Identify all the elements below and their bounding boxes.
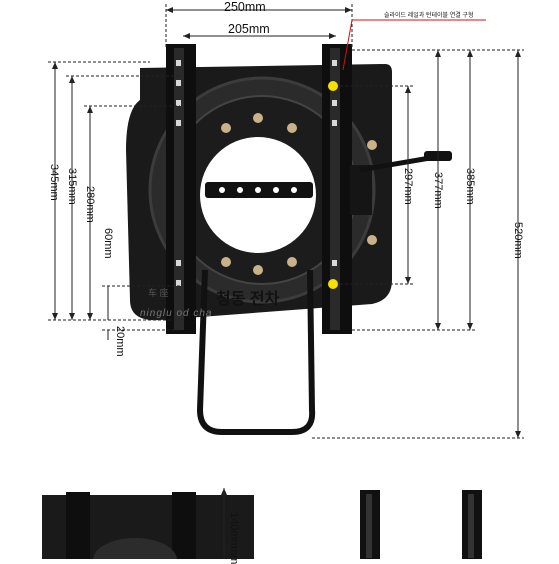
dimension-385: 385mm [464, 168, 476, 205]
ring-bolts [221, 113, 377, 275]
dimension-bottom: mm [228, 546, 240, 564]
rail-turntable-note: 슬라이드 레일과 턴테이블 연결 구형 [384, 13, 474, 19]
dimension-315: 315mm [66, 168, 78, 205]
dimension-345: 345mm [48, 164, 60, 201]
dimension-60: 60mm [102, 228, 114, 259]
dimension-520: 520mm [512, 222, 524, 259]
watermark-english: ninglu od cha [140, 308, 213, 319]
dimension-140: 140mm [228, 512, 240, 549]
swivel-lever [359, 155, 431, 173]
dimension-250: 250mm [224, 0, 266, 14]
annotation-leader [342, 19, 486, 71]
dimension-377: 377mm [432, 172, 444, 209]
marker-top [328, 81, 338, 91]
watermark-chinese: 车 座 [148, 288, 169, 298]
lever-bracket [350, 165, 372, 215]
marker-bottom [328, 279, 338, 289]
watermark-korean: 청동 전차 [216, 291, 280, 308]
dimension-297: 297mm [402, 168, 414, 205]
dimension-280: 280mm [84, 186, 96, 223]
dimension-205: 205mm [228, 22, 270, 36]
thumbnail-rail-right [462, 490, 482, 559]
thumbnail-turntable-view [42, 488, 254, 559]
slide-release-bar [196, 269, 316, 435]
thumbnail-rail-left [360, 490, 380, 559]
dimension-20: 20mm [114, 326, 126, 357]
